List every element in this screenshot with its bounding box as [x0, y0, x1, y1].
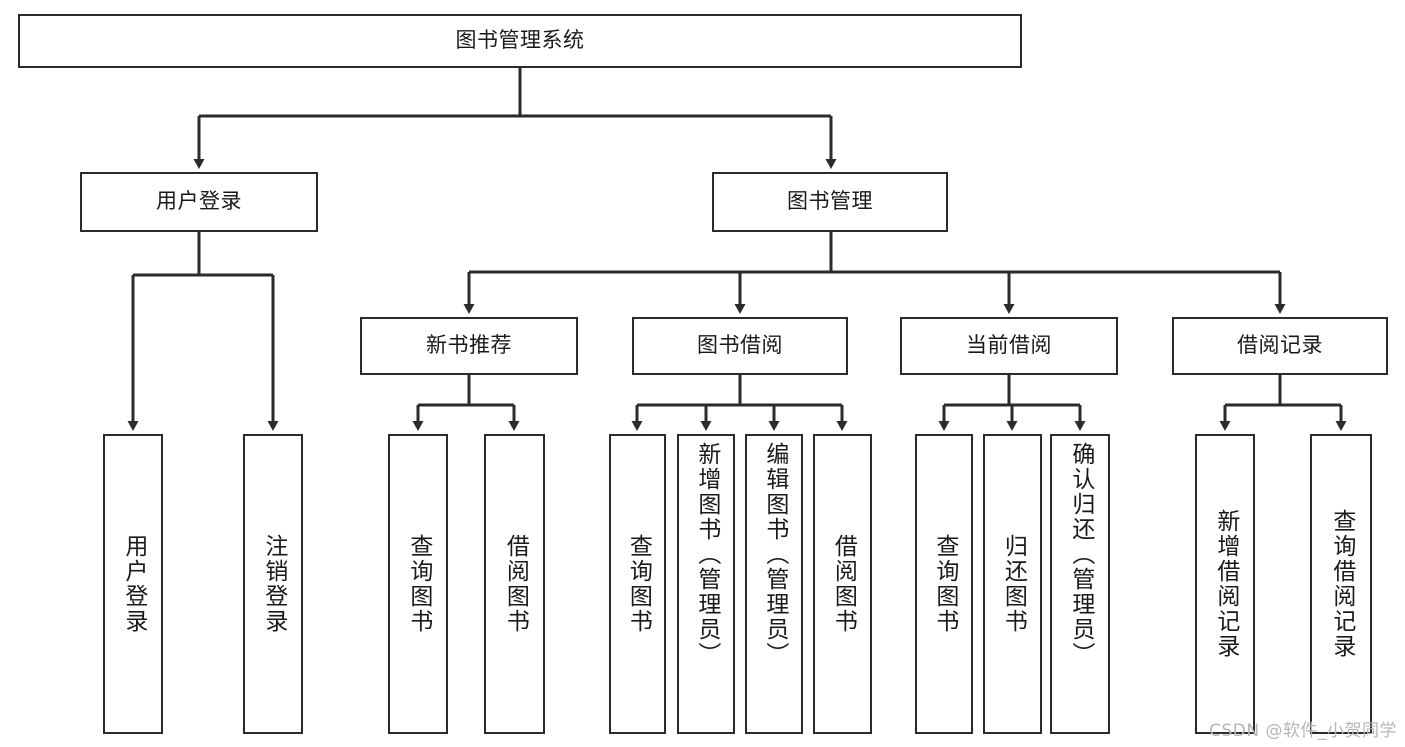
node-query-borrow-record[interactable]: 查询借阅记录 — [1310, 434, 1372, 734]
node-current-borrow[interactable]: 当前借阅 — [900, 317, 1118, 375]
node-confirm-return-admin[interactable]: 确认归还（管理员） — [1050, 434, 1110, 734]
node-add-book-admin[interactable]: 新增图书（管理员） — [677, 434, 735, 734]
node-add-borrow-record[interactable]: 新增借阅记录 — [1195, 434, 1255, 734]
node-query-book-1-label: 查询图书 — [405, 534, 432, 634]
node-root[interactable]: 图书管理系统 — [18, 14, 1022, 68]
node-borrow-book-1[interactable]: 借阅图书 — [484, 434, 545, 734]
node-add-borrow-record-label: 新增借阅记录 — [1212, 509, 1239, 659]
node-new-book-recommend[interactable]: 新书推荐 — [360, 317, 578, 375]
node-root-label: 图书管理系统 — [455, 28, 585, 53]
node-user-login-do-label: 用户登录 — [120, 534, 147, 634]
node-borrow-records-label: 借阅记录 — [1237, 333, 1323, 358]
node-user-logout-label: 注销登录 — [260, 534, 287, 634]
node-query-book-2-label: 查询图书 — [625, 534, 652, 634]
node-edit-book-admin-label: 编辑图书（管理员） — [761, 442, 788, 667]
node-borrow-book-2[interactable]: 借阅图书 — [813, 434, 872, 734]
node-query-book-1[interactable]: 查询图书 — [388, 434, 448, 734]
node-current-borrow-label: 当前借阅 — [966, 333, 1052, 358]
node-return-book[interactable]: 归还图书 — [983, 434, 1042, 734]
node-query-book-2[interactable]: 查询图书 — [609, 434, 666, 734]
node-user-login[interactable]: 用户登录 — [80, 172, 318, 232]
node-add-book-admin-label: 新增图书（管理员） — [693, 442, 720, 667]
node-book-management[interactable]: 图书管理 — [712, 172, 948, 232]
node-user-logout[interactable]: 注销登录 — [243, 434, 303, 734]
node-query-book-3-label: 查询图书 — [931, 534, 958, 634]
node-borrow-book-1-label: 借阅图书 — [502, 534, 529, 634]
node-confirm-return-admin-label: 确认归还（管理员） — [1067, 442, 1094, 667]
node-return-book-label: 归还图书 — [1000, 534, 1027, 634]
node-new-book-recommend-label: 新书推荐 — [426, 333, 512, 358]
node-book-borrow-label: 图书借阅 — [697, 333, 783, 358]
node-query-borrow-record-label: 查询借阅记录 — [1328, 509, 1355, 659]
node-edit-book-admin[interactable]: 编辑图书（管理员） — [745, 434, 803, 734]
node-query-book-3[interactable]: 查询图书 — [915, 434, 973, 734]
node-borrow-records[interactable]: 借阅记录 — [1172, 317, 1388, 375]
node-book-borrow[interactable]: 图书借阅 — [632, 317, 848, 375]
node-user-login-do[interactable]: 用户登录 — [103, 434, 163, 734]
node-borrow-book-2-label: 借阅图书 — [830, 534, 857, 634]
node-book-management-label: 图书管理 — [787, 189, 873, 214]
node-user-login-label: 用户登录 — [156, 189, 242, 214]
